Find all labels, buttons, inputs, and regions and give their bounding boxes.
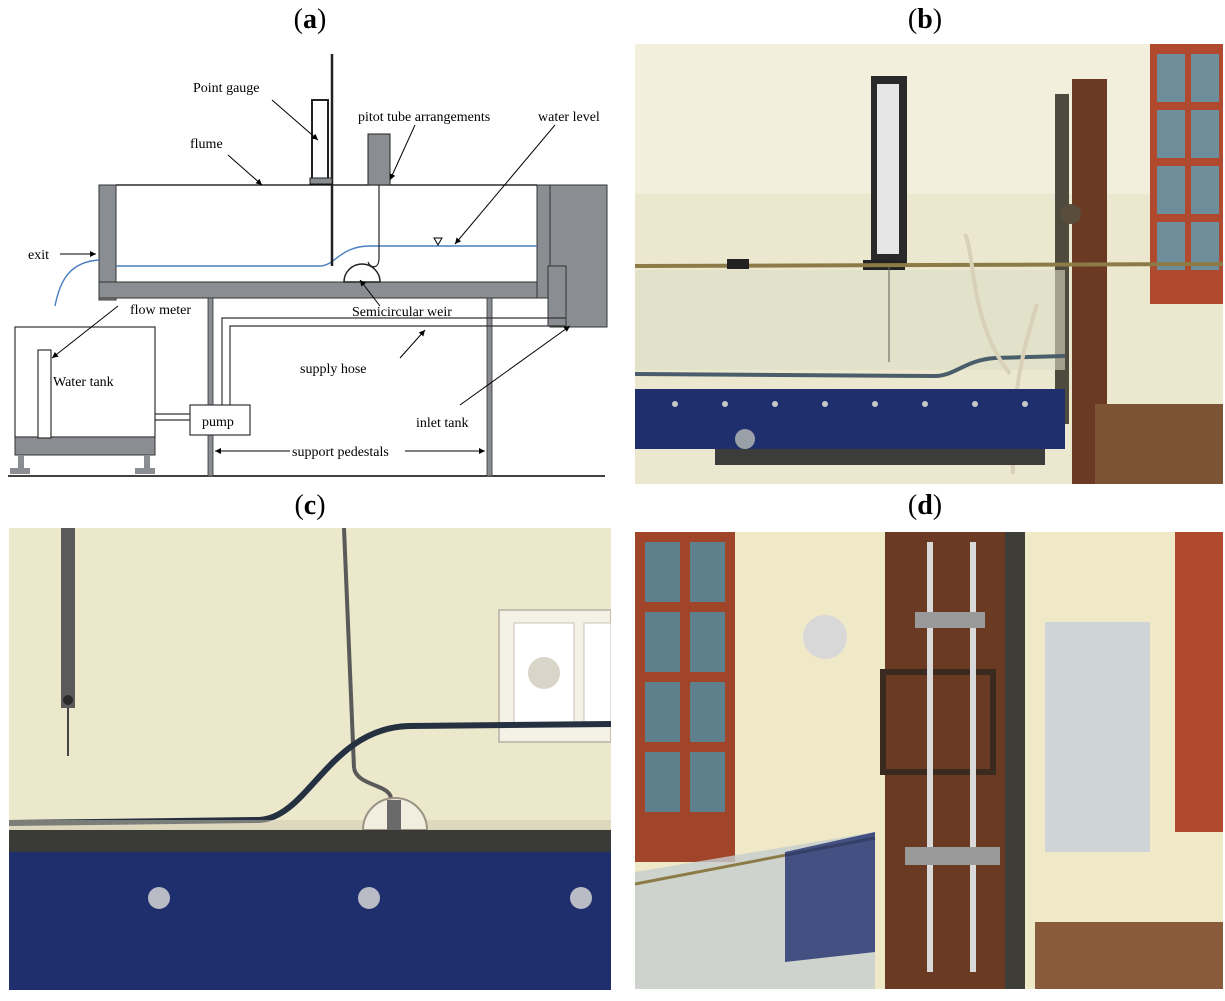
pitot-tube-box [367,133,391,186]
pitot-tube-line [367,185,380,268]
support-pedestal-left [207,297,214,477]
panel-label-a: (a) [293,4,327,35]
label-supply-hose: supply hose [300,362,367,377]
label-pitot-tube: pitot tube arrangements [358,110,490,125]
exit-jet [54,259,100,307]
inlet-tank-step [547,265,567,327]
label-inlet-tank: inlet tank [416,416,469,431]
arrow-flow-meter [51,305,119,359]
arrow-flume [227,154,263,186]
label-flume: flume [190,137,223,152]
flume-floor [98,281,550,299]
semicircular-weir [343,263,381,283]
point-gauge-base [309,177,333,185]
arrow-inlet-tank [459,325,571,406]
label-point-gauge: Point gauge [193,81,260,96]
water-surface [116,245,537,267]
label-semicircular-weir: Semicircular weir [352,305,452,320]
pump [189,404,251,436]
water-tank-base [14,436,156,456]
water-level-marker [433,237,443,247]
panel-c-illustration [9,528,611,990]
arrow-supply-hose [399,329,426,359]
panel-b-illustration [635,44,1223,484]
supply-hose [221,317,566,405]
water-tank-leg-left [18,455,24,469]
arrow-point-gauge [271,99,319,141]
panel-c-photo [9,528,611,990]
panel-a-schematic: Point gauge pitot tube arrangements wate… [8,54,608,477]
panel-d-illustration [635,532,1223,989]
flow-meter [37,349,52,439]
arrow-pitot-tube [389,124,416,181]
panel-label-b: (b) [907,4,943,35]
panel-d-photo [635,532,1223,989]
panel-label-c: (c) [294,490,326,521]
arrow-water-level [454,124,556,245]
label-water-level: water level [538,110,600,125]
label-pump: pump [202,415,234,430]
water-tank-leg-right [144,455,150,469]
point-gauge-body [311,99,329,181]
arrow-semicircular-weir [359,279,381,307]
label-exit: exit [28,248,49,263]
flume-left-wall [98,184,117,301]
panel-label-d: (d) [907,490,943,521]
water-tank-foot-right [135,468,155,474]
label-support-pedestals: support pedestals [292,445,389,460]
support-pedestal-right [486,297,493,477]
panel-b-photo [635,44,1223,484]
water-tank-foot-left [10,468,30,474]
label-flow-meter: flow meter [130,303,191,318]
label-water-tank: Water tank [53,375,114,390]
